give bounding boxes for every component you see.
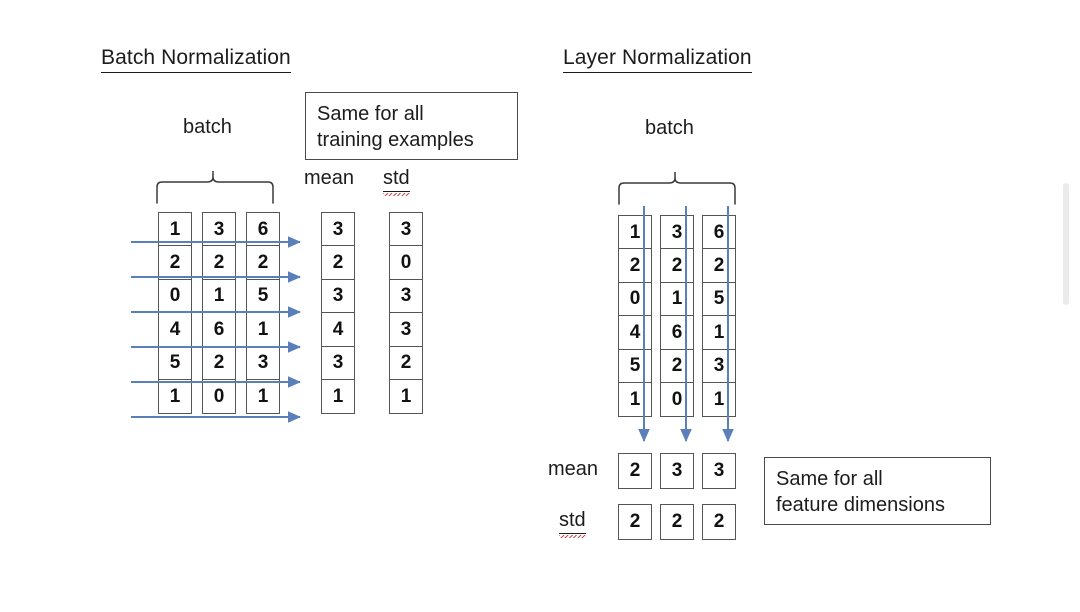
- matrix-cell: 6: [660, 315, 694, 351]
- matrix-cell: 0: [660, 382, 694, 418]
- matrix-column: 3 2 1 6 2 0: [660, 215, 694, 418]
- matrix-cell: 3: [702, 348, 736, 384]
- std-cell: 3: [389, 278, 423, 314]
- matrix-batch-norm: 1 2 0 4 5 1 3 2 1 6 2 0 6 2 5 1 3 1: [158, 212, 280, 426]
- matrix-cell: 5: [158, 345, 192, 381]
- matrix-cell: 5: [246, 278, 280, 314]
- column-label-std-bn: std: [383, 167, 410, 196]
- matrix-cell: 2: [618, 248, 652, 284]
- brace-ln: [618, 172, 736, 205]
- mean-cell: 3: [321, 212, 355, 247]
- scrollbar-track[interactable]: [1063, 0, 1076, 612]
- row-label-mean-ln: mean: [548, 458, 599, 480]
- matrix-column: 3 2 3 4 3 1: [321, 212, 355, 415]
- mean-cell: 3: [321, 345, 355, 381]
- matrix-cell: 3: [660, 215, 694, 250]
- matrix-cell: 1: [246, 312, 280, 348]
- std-cell: 3: [389, 312, 423, 348]
- matrix-cell: 3: [246, 345, 280, 381]
- matrix-cell: 6: [246, 212, 280, 247]
- matrix-cell: 2: [702, 248, 736, 284]
- column-std-batch-norm: 3 0 3 3 2 1: [389, 212, 423, 426]
- matrix-cell: 2: [202, 245, 236, 281]
- matrix-column: 1 2 0 4 5 1: [618, 215, 652, 418]
- matrix-column: 3 0 3 3 2 1: [389, 212, 423, 415]
- mean-cell: 4: [321, 312, 355, 348]
- mean-cell: 2: [321, 245, 355, 281]
- matrix-cell: 6: [702, 215, 736, 250]
- std-cell: 1: [389, 379, 423, 415]
- brace-bn: [156, 171, 274, 204]
- matrix-cell: 5: [618, 348, 652, 384]
- matrix-cell: 1: [158, 379, 192, 415]
- matrix-cell: 0: [158, 278, 192, 314]
- page-title-batch-normalization: Batch Normalization: [101, 46, 291, 73]
- std-cell: 0: [389, 245, 423, 281]
- matrix-column: 6 2 5 1 3 1: [702, 215, 736, 418]
- std-cell: 2: [389, 345, 423, 381]
- column-mean-batch-norm: 3 2 3 4 3 1: [321, 212, 355, 426]
- brace-label-batch-bn: batch: [183, 116, 232, 138]
- matrix-cell: 2: [202, 345, 236, 381]
- brace-label-batch-ln: batch: [645, 117, 694, 139]
- std-cell: 3: [389, 212, 423, 247]
- row-label-std-ln: std: [559, 509, 586, 538]
- matrix-cell: 2: [246, 245, 280, 281]
- matrix-cell: 1: [702, 315, 736, 351]
- matrix-cell: 4: [618, 315, 652, 351]
- matrix-layer-norm: 1 2 0 4 5 1 3 2 1 6 2 0 6 2 5 1 3 1: [618, 215, 740, 429]
- mean-cell: 1: [321, 379, 355, 415]
- matrix-cell: 3: [202, 212, 236, 247]
- matrix-cell: 4: [158, 312, 192, 348]
- matrix-cell: 0: [618, 281, 652, 317]
- callout-same-for-all-feature-dimensions: Same for all feature dimensions: [764, 457, 991, 525]
- scrollbar-thumb[interactable]: [1063, 183, 1069, 305]
- matrix-cell: 1: [618, 215, 652, 250]
- std-cell: 2: [618, 504, 652, 540]
- matrix-cell: 1: [246, 379, 280, 415]
- matrix-cell: 5: [702, 281, 736, 317]
- matrix-cell: 1: [702, 382, 736, 418]
- column-label-mean-bn: mean: [304, 167, 355, 189]
- callout-same-for-all-training-examples: Same for all training examples: [305, 92, 518, 160]
- matrix-cell: 6: [202, 312, 236, 348]
- matrix-cell: 1: [202, 278, 236, 314]
- std-cell: 2: [702, 504, 736, 540]
- mean-cell: 3: [660, 453, 694, 489]
- matrix-cell: 0: [202, 379, 236, 415]
- page-title-layer-normalization: Layer Normalization: [563, 46, 752, 73]
- matrix-cell: 1: [158, 212, 192, 247]
- matrix-cell: 2: [158, 245, 192, 281]
- mean-cell: 3: [321, 278, 355, 314]
- matrix-column: 3 2 1 6 2 0: [202, 212, 236, 415]
- std-cell: 2: [660, 504, 694, 540]
- matrix-cell: 2: [660, 248, 694, 284]
- mean-cell: 2: [618, 453, 652, 489]
- matrix-cell: 1: [660, 281, 694, 317]
- mean-cell: 3: [702, 453, 736, 489]
- matrix-column: 6 2 5 1 3 1: [246, 212, 280, 415]
- matrix-column: 1 2 0 4 5 1: [158, 212, 192, 415]
- matrix-cell: 2: [660, 348, 694, 384]
- matrix-cell: 1: [618, 382, 652, 418]
